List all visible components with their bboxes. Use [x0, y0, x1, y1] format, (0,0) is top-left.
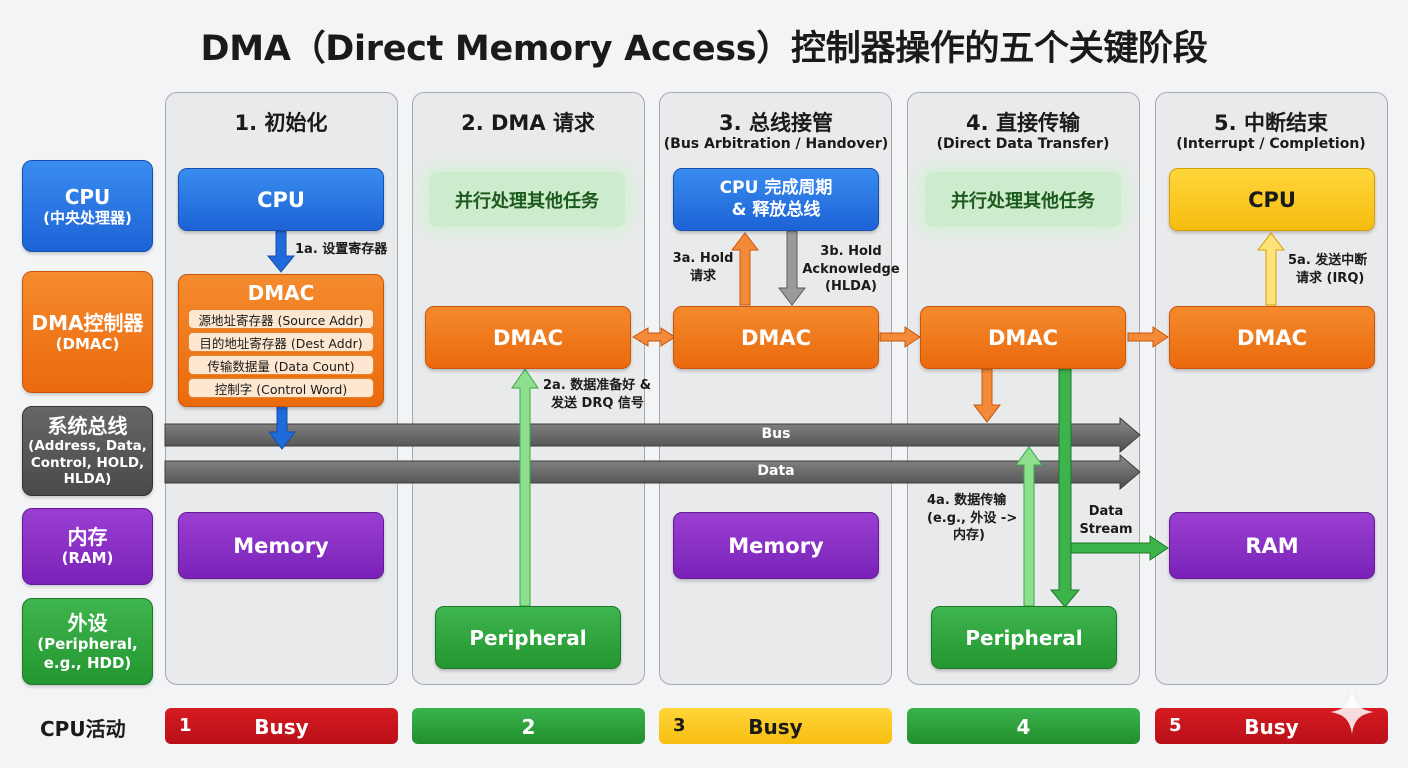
- s3-memory-box: Memory: [673, 512, 879, 579]
- s4-stream-line2: Stream: [1079, 521, 1133, 537]
- s3-note-hold-request: 3a. Hold 请求: [671, 250, 735, 285]
- sparkle-icon: [1330, 690, 1374, 734]
- stage-title-3: 3. 总线接管: [719, 111, 833, 135]
- cpu-bar-3-text: Busy: [748, 715, 803, 739]
- s1-cpu-box: CPU: [178, 168, 384, 231]
- s3-hlda-line2: Acknowledge: [802, 261, 900, 277]
- cpu-activity-bar-2: 2: [412, 708, 645, 744]
- s4-stream-line1: Data: [1088, 504, 1124, 519]
- row-label-memory: 内存 (RAM): [22, 508, 153, 585]
- row-label-cpu: CPU (中央处理器): [22, 160, 153, 252]
- cpu-bar-2-text: 2: [521, 715, 536, 739]
- s3-note-hlda: 3b. Hold Acknowledge (HLDA): [801, 243, 901, 296]
- s4-note-line3: 内存): [953, 528, 985, 544]
- s4-note-line2: (e.g., 外设 ->: [927, 510, 1018, 526]
- row-label-dmac-main: DMA控制器: [31, 310, 144, 335]
- row-label-memory-sub: (RAM): [61, 549, 114, 568]
- row-label-bus-sub: (Address, Data, Control, HOLD, HLDA): [28, 437, 147, 488]
- s5-note-irq: 5a. 发送中断 请求 (IRQ): [1288, 252, 1378, 287]
- cpu-bar-1-text: Busy: [254, 715, 309, 739]
- cpu-activity-bar-1: 1 Busy: [165, 708, 398, 744]
- cpu-activity-label: CPU活动: [40, 717, 126, 741]
- stage-title-5: 5. 中断结束: [1214, 111, 1328, 135]
- register-source-addr: 源地址寄存器 (Source Addr): [188, 309, 374, 329]
- row-label-cpu-main: CPU: [64, 184, 111, 209]
- s4-dmac-box: DMAC: [920, 306, 1126, 369]
- cpu-activity-bar-3: 3 Busy: [659, 708, 892, 744]
- cpu-bar-3-num: 3: [673, 715, 686, 736]
- row-label-memory-main: 内存: [67, 525, 108, 550]
- s3-cpu-box: CPU 完成周期 & 释放总线: [673, 168, 879, 231]
- stage-title-2: 2. DMA 请求: [461, 111, 595, 135]
- s2-note-line2: 发送 DRQ 信号: [551, 395, 644, 411]
- page-title: DMA（Direct Memory Access）控制器操作的五个关键阶段: [200, 29, 1208, 69]
- row-label-bus-main: 系统总线: [47, 413, 128, 438]
- s3-hold-line1: 3a. Hold: [672, 251, 734, 266]
- cpu-activity-bar-4: 4: [907, 708, 1140, 744]
- s4-cpu-parallel-task: 并行处理其他任务: [925, 172, 1121, 227]
- s4-data-stream-label: Data Stream: [1076, 503, 1136, 538]
- s5-dmac-box: DMAC: [1169, 306, 1375, 369]
- s3-cpu-line2: & 释放总线: [731, 199, 821, 220]
- stage-title-4: 4. 直接传输: [966, 111, 1080, 135]
- s3-cpu-line1: CPU 完成周期: [719, 178, 833, 199]
- stage-subtitle-5: (Interrupt / Completion): [1176, 136, 1366, 152]
- row-label-dmac-sub: (DMAC): [55, 334, 120, 353]
- register-control-word: 控制字 (Control Word): [188, 378, 374, 398]
- s1-dmac-label: DMAC: [247, 281, 315, 305]
- s3-dmac-box: DMAC: [673, 306, 879, 369]
- s3-hold-line2: 请求: [689, 268, 716, 284]
- cpu-bar-5-num: 5: [1169, 715, 1182, 736]
- cpu-bar-5-text: Busy: [1244, 715, 1299, 739]
- register-dest-addr: 目的地址寄存器 (Dest Addr): [188, 332, 374, 352]
- stage-subtitle-4: (Direct Data Transfer): [936, 136, 1110, 152]
- cpu-bar-1-num: 1: [179, 715, 192, 736]
- s1-note-set-registers: 1a. 设置寄存器: [295, 242, 388, 257]
- cpu-bar-4-text: 4: [1016, 715, 1031, 739]
- bus-label: Bus: [761, 426, 791, 442]
- s5-irq-line2: 请求 (IRQ): [1296, 270, 1365, 286]
- stage-subtitle-3: (Bus Arbitration / Handover): [663, 136, 889, 152]
- s2-cpu-parallel-task: 并行处理其他任务: [429, 172, 625, 227]
- row-label-bus: 系统总线 (Address, Data, Control, HOLD, HLDA…: [22, 406, 153, 496]
- row-label-peripheral-sub: (Peripheral, e.g., HDD): [37, 634, 138, 672]
- data-bus-label: Data: [757, 463, 795, 479]
- s4-note-transfer: 4a. 数据传输 (e.g., 外设 -> 内存): [927, 492, 1017, 545]
- s1-memory-box: Memory: [178, 512, 384, 579]
- s5-cpu-box: CPU: [1169, 168, 1375, 231]
- s3-hlda-line1: 3b. Hold: [820, 244, 882, 259]
- row-label-cpu-sub: (中央处理器): [43, 208, 132, 227]
- row-label-peripheral: 外设 (Peripheral, e.g., HDD): [22, 598, 153, 685]
- s5-irq-line1: 5a. 发送中断: [1288, 253, 1368, 268]
- s2-dmac-box: DMAC: [425, 306, 631, 369]
- register-data-count: 传输数据量 (Data Count): [188, 355, 374, 375]
- s2-peripheral-box: Peripheral: [435, 606, 621, 669]
- s4-note-line1: 4a. 数据传输: [927, 493, 1007, 508]
- s2-note-drq: 2a. 数据准备好 & 发送 DRQ 信号: [543, 377, 651, 412]
- s4-peripheral-box: Peripheral: [931, 606, 1117, 669]
- s5-ram-box: RAM: [1169, 512, 1375, 579]
- row-label-dmac: DMA控制器 (DMAC): [22, 271, 153, 393]
- s3-hlda-line3: (HLDA): [825, 279, 877, 295]
- s2-note-line1: 2a. 数据准备好 &: [543, 378, 652, 393]
- stage-title-1: 1. 初始化: [234, 111, 328, 135]
- row-label-peripheral-main: 外设: [67, 610, 108, 635]
